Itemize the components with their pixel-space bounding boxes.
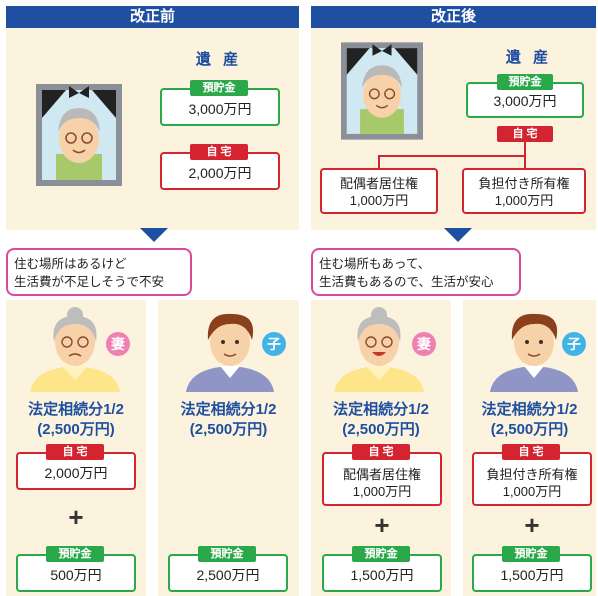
before-wife-savings-label: 預貯金 — [46, 546, 104, 562]
after-down-arrow — [444, 228, 472, 242]
after-child-home-box: 負担付き所有権 1,000万円 — [472, 452, 592, 506]
after-savings-label: 預貯金 — [497, 74, 553, 90]
after-child-savings-label: 預貯金 — [502, 546, 560, 562]
after-child-home-line1: 負担付き所有権 — [486, 467, 578, 482]
after-wife-share-amount: (2,500万円) — [342, 421, 420, 438]
after-spousal-residence-box: 配偶者居住権 1,000万円 — [320, 168, 438, 214]
before-child-savings-label: 預貯金 — [198, 546, 256, 562]
after-child-home-line2: 1,000万円 — [502, 484, 562, 499]
after-wife-badge: 妻 — [412, 332, 436, 356]
before-child-share-amount: (2,500万円) — [189, 421, 268, 438]
after-child-plus: + — [524, 510, 540, 540]
after-right-branch-line2: 1,000万円 — [494, 193, 554, 208]
after-bubble-line1: 住む場所もあって、 — [319, 257, 431, 271]
deceased-portrait — [36, 84, 122, 186]
after-wife-plus: + — [374, 510, 390, 540]
after-child-badge: 子 — [562, 332, 586, 356]
deceased-portrait-after — [341, 42, 423, 140]
before-child-badge: 子 — [262, 332, 286, 356]
before-wife-home-value: 2,000万円 — [44, 465, 108, 481]
after-wife-savings-label: 預貯金 — [352, 546, 410, 562]
after-home-label: 自 宅 — [497, 126, 553, 142]
after-burdened-ownership-box: 負担付き所有権 1,000万円 — [462, 168, 586, 214]
branch-line-left — [378, 155, 380, 169]
before-down-arrow — [140, 228, 168, 242]
before-bubble-line1: 住む場所はあるけど — [14, 257, 127, 271]
after-wife-home-label: 自 宅 — [352, 444, 410, 460]
after-estate-title: 遺 産 — [505, 49, 553, 66]
wife-illustration-happy — [334, 307, 424, 392]
child-illustration-after — [490, 313, 578, 392]
after-left-branch-line2: 1,000万円 — [349, 193, 409, 208]
after-wife-speech-bubble: 住む場所もあって、 生活費もあるので、生活が安心 — [311, 248, 521, 296]
before-wife-home-label: 自 宅 — [46, 444, 104, 460]
before-wife-badge: 妻 — [106, 332, 130, 356]
branch-line-right — [524, 155, 526, 169]
after-child-share: 法定相続分1/2 — [481, 401, 578, 418]
before-wife-speech-bubble: 住む場所はあるけど 生活費が不足しそうで不安 — [6, 248, 192, 296]
after-child-savings-value: 1,500万円 — [500, 567, 564, 583]
before-child-savings-value: 2,500万円 — [196, 567, 260, 583]
after-header: 改正後 — [311, 6, 596, 28]
branch-line-horizontal — [378, 155, 526, 157]
before-header: 改正前 — [6, 6, 299, 28]
before-savings-value: 3,000万円 — [188, 101, 252, 117]
after-right-branch-line1: 負担付き所有権 — [478, 176, 570, 191]
after-wife-home-box: 配偶者居住権 1,000万円 — [322, 452, 442, 506]
before-home-value: 2,000万円 — [188, 165, 252, 181]
before-wife-share-amount: (2,500万円) — [37, 421, 115, 438]
after-wife-home-line1: 配偶者居住権 — [342, 467, 421, 482]
before-wife-savings-value: 500万円 — [50, 567, 102, 583]
child-illustration — [186, 313, 274, 392]
after-child-home-label: 自 宅 — [502, 444, 560, 460]
after-left-branch-line1: 配偶者居住権 — [339, 176, 418, 191]
branch-line-vertical — [524, 142, 526, 156]
before-estate-title: 遺 産 — [195, 51, 243, 68]
before-wife-plus: + — [68, 502, 84, 532]
before-wife-share: 法定相続分1/2 — [28, 401, 124, 418]
after-wife-share: 法定相続分1/2 — [333, 401, 429, 418]
before-home-label: 自 宅 — [190, 144, 248, 160]
wife-illustration — [30, 307, 120, 392]
before-savings-label: 預貯金 — [190, 80, 248, 96]
before-child-share: 法定相続分1/2 — [180, 401, 277, 418]
after-bubble-line2: 生活費もあるので、生活が安心 — [319, 275, 494, 289]
before-bubble-line2: 生活費が不足しそうで不安 — [14, 275, 165, 289]
after-wife-savings-value: 1,500万円 — [350, 567, 414, 583]
after-wife-home-line2: 1,000万円 — [352, 484, 412, 499]
after-child-share-amount: (2,500万円) — [490, 421, 569, 438]
after-savings-value: 3,000万円 — [493, 93, 557, 109]
